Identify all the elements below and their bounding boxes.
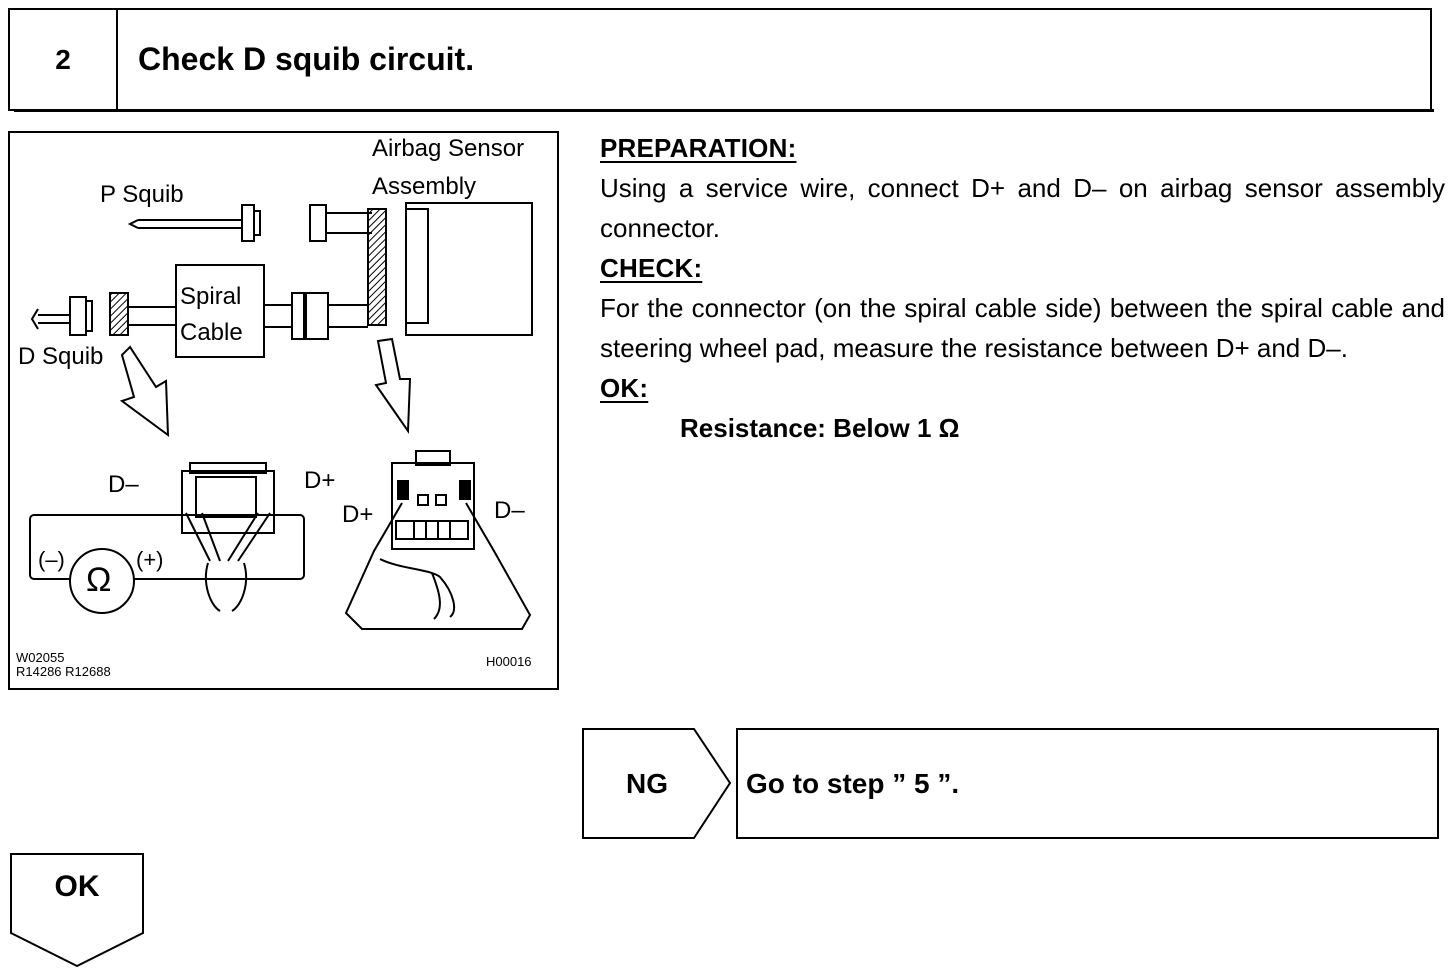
ohm-icon: Ω (86, 561, 112, 599)
airbag-sensor-label-2: Assembly (372, 173, 477, 200)
d-minus-left-label: D– (108, 471, 139, 498)
preparation-text: Using a service wire, connect D+ and D– … (600, 173, 1445, 243)
ok-label: OK (54, 870, 100, 903)
d-plus-right-label: D+ (342, 501, 374, 528)
ng-action-box: Go to step ” 5 ”. (736, 728, 1439, 839)
p-squib-label: P Squib (100, 181, 184, 208)
check-heading: CHECK: (600, 253, 703, 283)
step-title: Check D squib circuit. (138, 41, 475, 77)
preparation-heading: PREPARATION: (600, 133, 797, 163)
figure-code-right: H00016 (486, 654, 532, 669)
airbag-sensor-label: Airbag Sensor (372, 135, 525, 162)
minus-terminal-label: (–) (38, 547, 65, 572)
cable-label: Cable (180, 319, 243, 346)
figure-code-left-2: R14286 R12688 (16, 664, 111, 679)
resistance-spec: Resistance: Below 1 Ω (680, 413, 960, 443)
step-header: 2 Check D squib circuit. (8, 8, 1434, 112)
d-squib-label: D Squib (18, 343, 104, 370)
d-minus-right-label: D– (494, 497, 525, 524)
ng-arrow-shape (582, 728, 732, 839)
plus-terminal-label: (+) (136, 547, 164, 572)
spiral-label: Spiral (180, 283, 242, 310)
step-number: 2 (10, 10, 118, 109)
ok-heading: OK: (600, 373, 649, 403)
wiring-diagram: Airbag Sensor Assembly P Squib Spiral Ca… (8, 131, 559, 690)
ng-label: NG (626, 767, 668, 799)
instructions: PREPARATION: Using a service wire, conne… (600, 128, 1445, 448)
d-plus-left-label: D+ (304, 467, 336, 494)
figure-code-left-1: W02055 (16, 650, 65, 665)
ok-arrow-shape (10, 853, 144, 968)
diagram-drawing (29, 202, 533, 630)
check-text: For the connector (on the spiral cable s… (600, 293, 1445, 363)
